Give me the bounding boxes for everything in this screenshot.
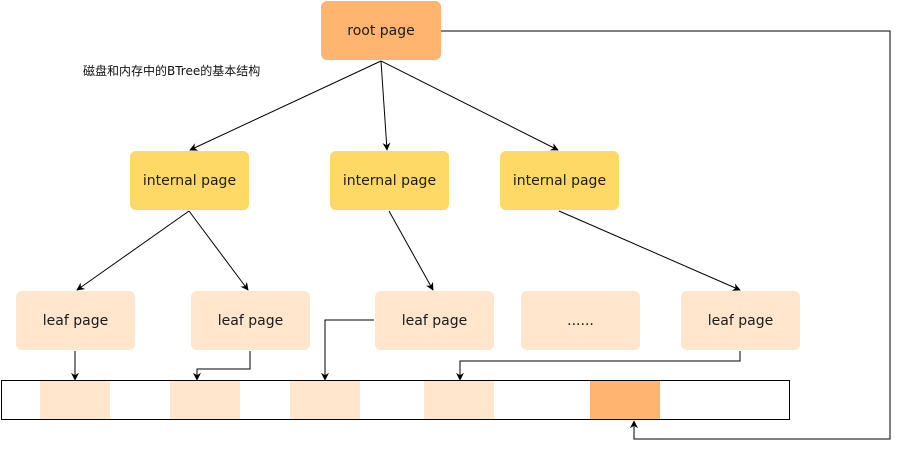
disk-slot-leaf-1 (40, 381, 110, 419)
edge-root-disk (441, 30, 891, 440)
internal-page-node-2: internal page (330, 151, 449, 210)
leaf-page-node-1: leaf page (16, 291, 135, 350)
edge-root-internal-3 (380, 60, 559, 151)
internal-page-node-1: internal page (130, 151, 249, 210)
disk-slot-leaf-2 (170, 381, 240, 419)
edge-internal1-leaf1 (76, 210, 190, 291)
leaf-page-node-2: leaf page (191, 291, 310, 350)
edge-leaf3-disk (321, 319, 374, 381)
edge-internal3-leaf5 (558, 210, 741, 291)
internal-page-node-3: internal page (500, 151, 619, 210)
edge-internal2-leaf3 (388, 210, 434, 291)
disk-slot-leaf-5 (424, 381, 494, 419)
edge-leaf5-disk (456, 351, 741, 381)
leaf-page-node-5: leaf page (681, 291, 800, 350)
edge-root-internal-1 (189, 60, 382, 151)
leaf-page-node-3: leaf page (375, 291, 494, 350)
root-page-node: root page (321, 1, 441, 60)
disk-slot-root (590, 381, 660, 419)
diagram-caption: 磁盘和内存中的BTree的基本结构 (83, 64, 261, 78)
leaf-page-node-ellipsis: ...... (521, 291, 640, 350)
edge-leaf2-disk (193, 351, 251, 381)
edge-internal1-leaf2 (188, 210, 249, 291)
disk-slot-leaf-3 (290, 381, 360, 419)
edge-root-internal-2 (380, 60, 391, 151)
